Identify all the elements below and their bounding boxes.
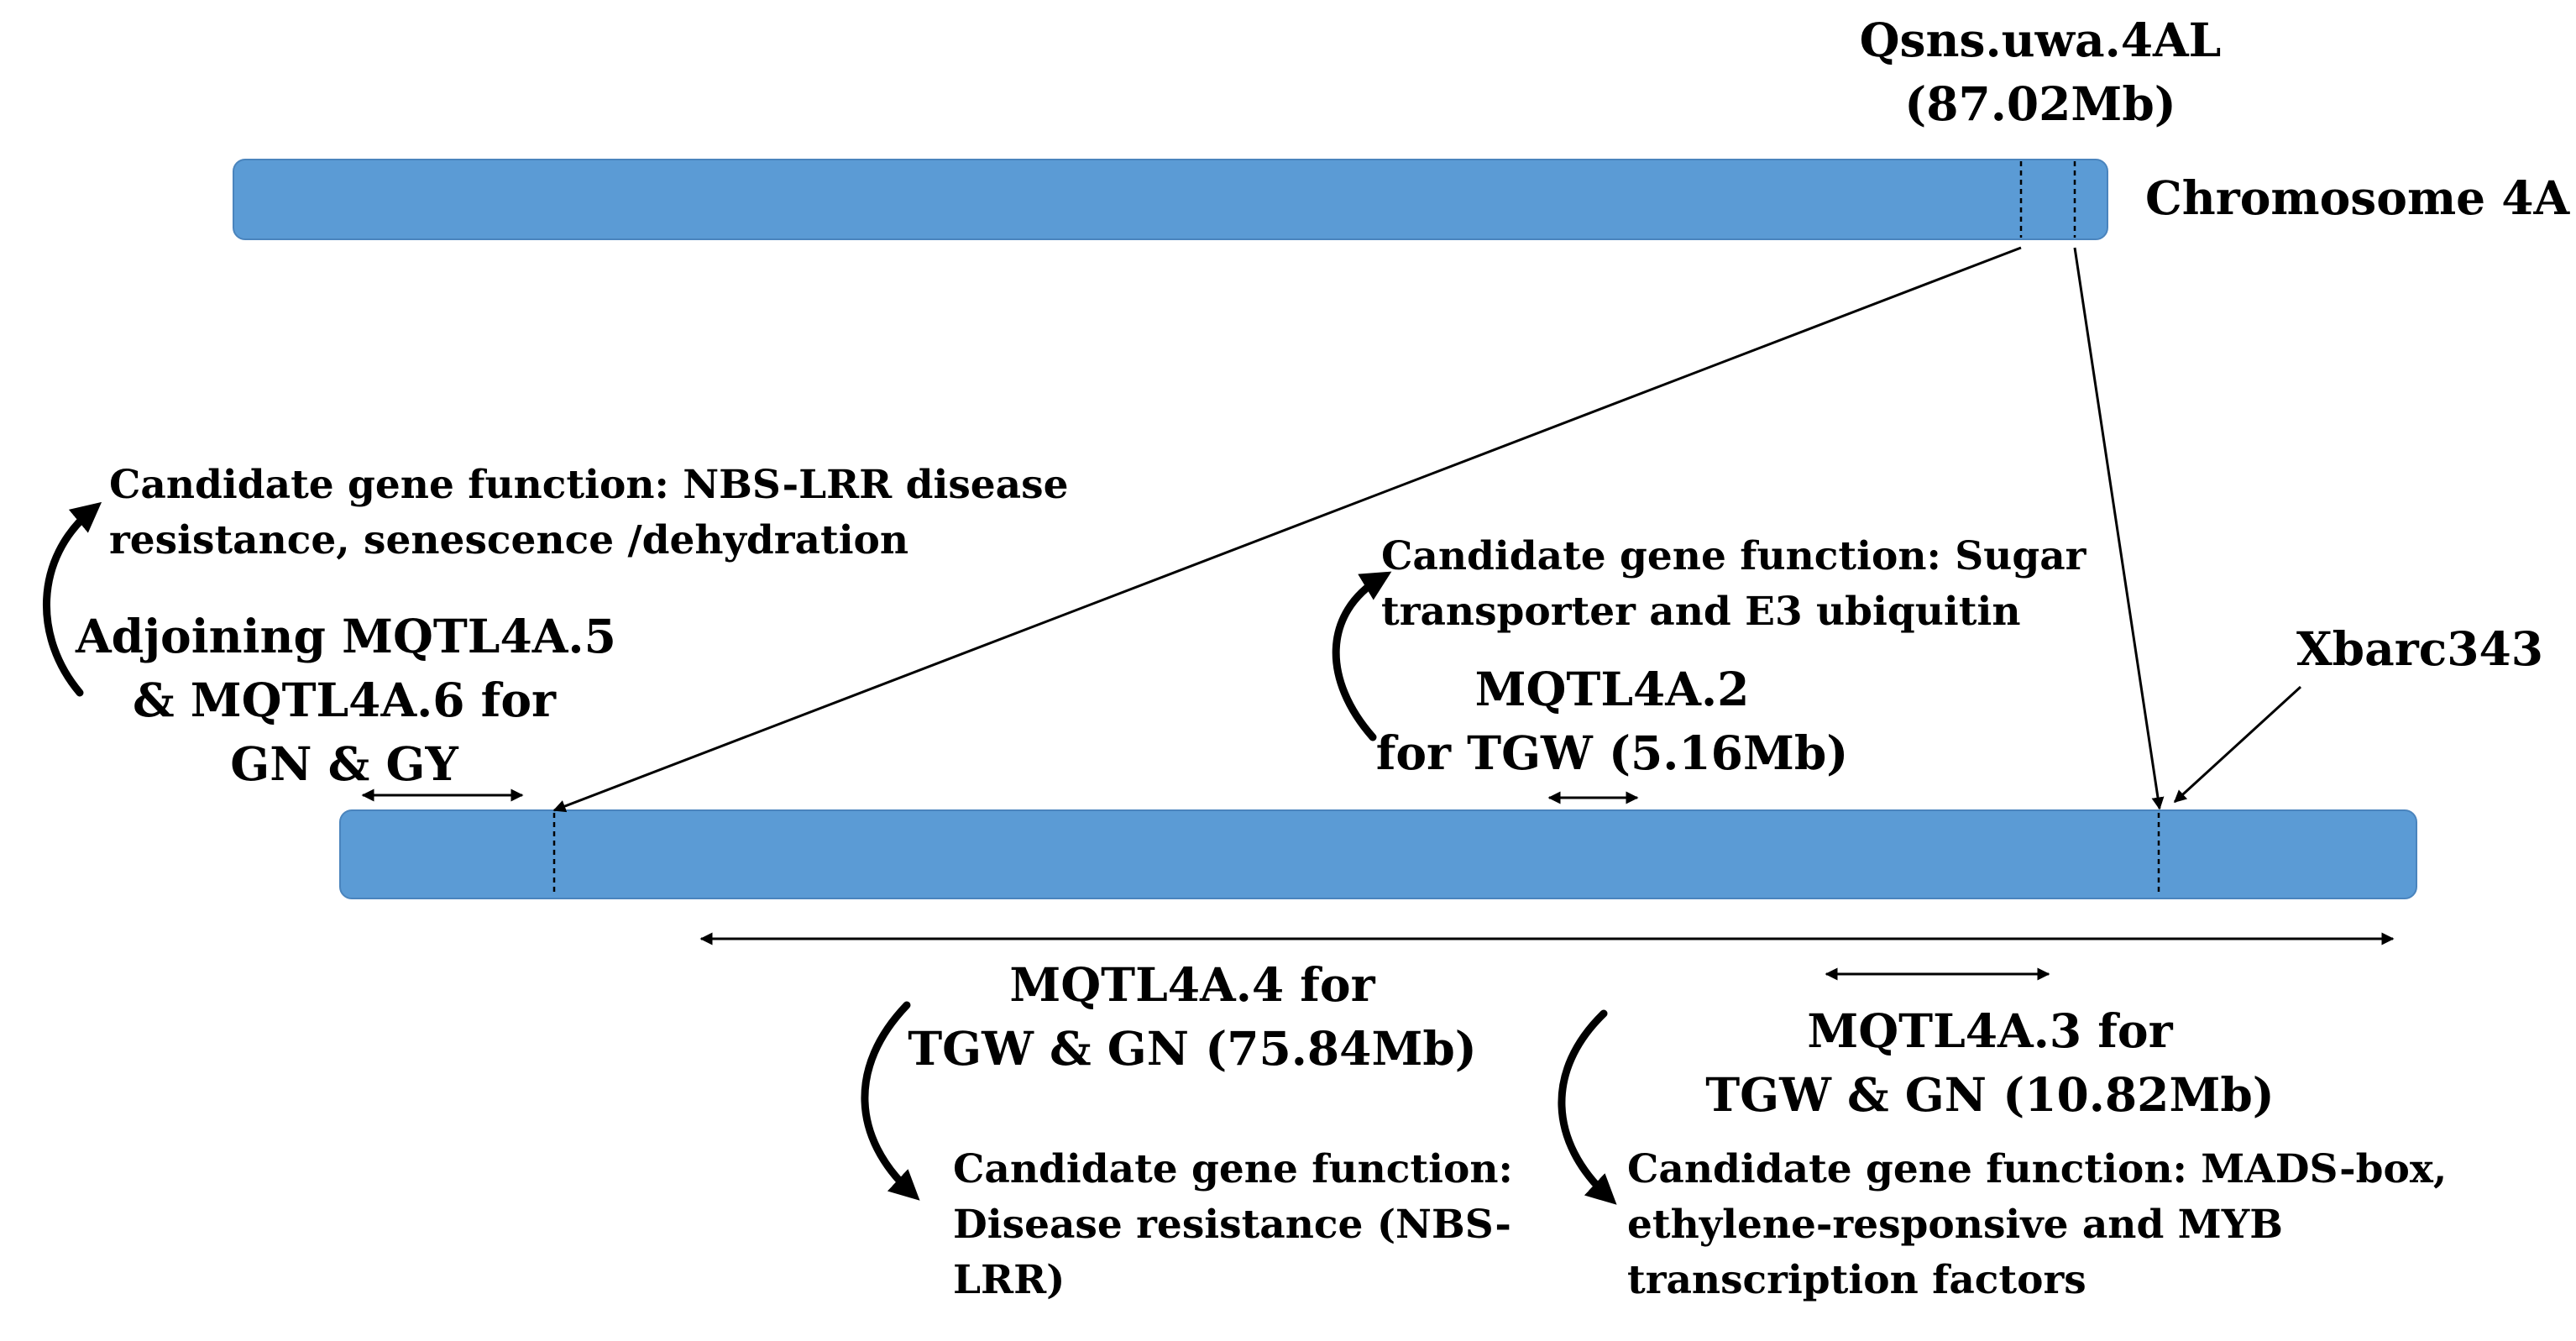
mqtl4a3-label: MQTL4A.3 for TGW & GN (10.82Mb)	[1705, 1003, 2275, 1122]
chromosome-4a-bar	[233, 159, 2108, 240]
zoomed-region-bar	[339, 809, 2417, 899]
qtl-name: Qsns.uwa.4AL	[1859, 13, 2222, 67]
mqtl4a2-candidate-function: Candidate gene function: Sugar transport…	[1381, 533, 2086, 635]
zoom-connector-left	[552, 246, 2022, 813]
xbarc343-label: Xbarc343	[2296, 621, 2544, 676]
qtl-size: (87.02Mb)	[1904, 76, 2176, 131]
zoom-connector-right	[2073, 247, 2165, 810]
mqtl4a3-candidate-function: Candidate gene function: MADS-box, ethyl…	[1627, 1146, 2448, 1303]
curved-arrow-adjoining	[42, 501, 102, 697]
curved-arrow-mqtl4a2	[1332, 571, 1392, 741]
adjoining-mqtl-label: Adjoining MQTL4A.5 & MQTL4A.6 for GN & G…	[76, 609, 616, 791]
curved-arrow-mqtl4a4	[861, 1001, 920, 1201]
qtl-label: Qsns.uwa.4AL (87.02Mb)	[1822, 8, 2259, 136]
mqtl4a4-candidate-function: Candidate gene function: Disease resista…	[953, 1146, 1513, 1303]
chromosome-label: Chromosome 4A	[2145, 170, 2570, 225]
adjoining-candidate-function: Candidate gene function: NBS-LRR disease…	[109, 462, 1069, 563]
curved-arrow-mqtl4a3	[1558, 1009, 1617, 1205]
xbarc343-pointer	[2173, 685, 2302, 804]
mqtl4a2-label: MQTL4A.2 for TGW (5.16Mb)	[1375, 662, 1849, 780]
mqtl4a4-label: MQTL4A.4 for TGW & GN (75.84Mb)	[908, 957, 1477, 1076]
